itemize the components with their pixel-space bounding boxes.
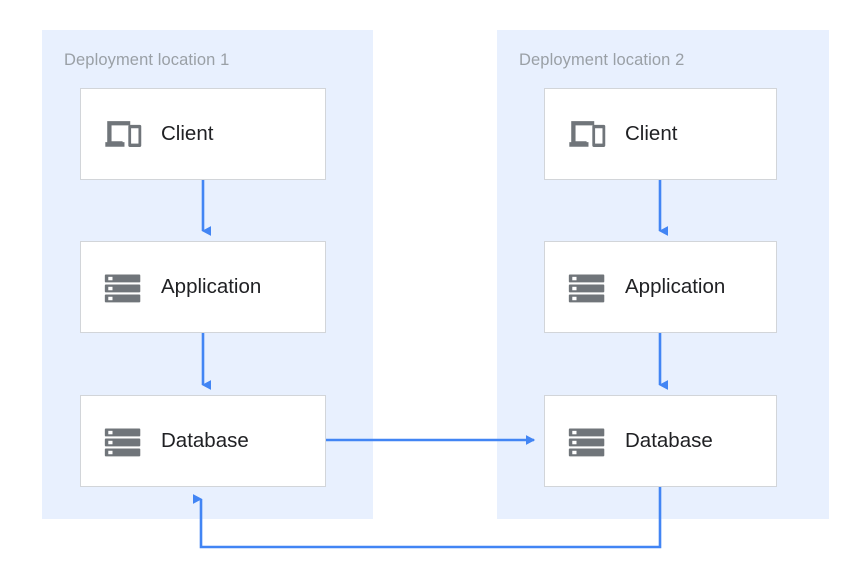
client-devices-icon — [569, 121, 606, 147]
node-client-1-label: Client — [161, 122, 214, 145]
node-client-location-2[interactable]: Client — [544, 88, 777, 180]
node-database-location-1[interactable]: Database — [80, 395, 326, 487]
node-client-2-label: Client — [625, 122, 678, 145]
node-database-1-label: Database — [161, 429, 249, 452]
zone-1-label: Deployment location 1 — [64, 51, 230, 69]
client-devices-icon — [105, 121, 142, 147]
node-application-1-label: Application — [161, 275, 262, 298]
server-stack-icon — [104, 274, 141, 303]
node-client-location-1[interactable]: Client — [80, 88, 326, 180]
node-database-2-label: Database — [625, 429, 713, 452]
server-stack-icon — [568, 274, 605, 303]
zone-2-label: Deployment location 2 — [519, 51, 685, 69]
node-application-location-1[interactable]: Application — [80, 241, 326, 333]
node-application-2-label: Application — [625, 275, 726, 298]
node-application-location-2[interactable]: Application — [544, 241, 777, 333]
node-database-location-2[interactable]: Database — [544, 395, 777, 487]
server-stack-icon — [104, 428, 141, 457]
server-stack-icon — [568, 428, 605, 457]
